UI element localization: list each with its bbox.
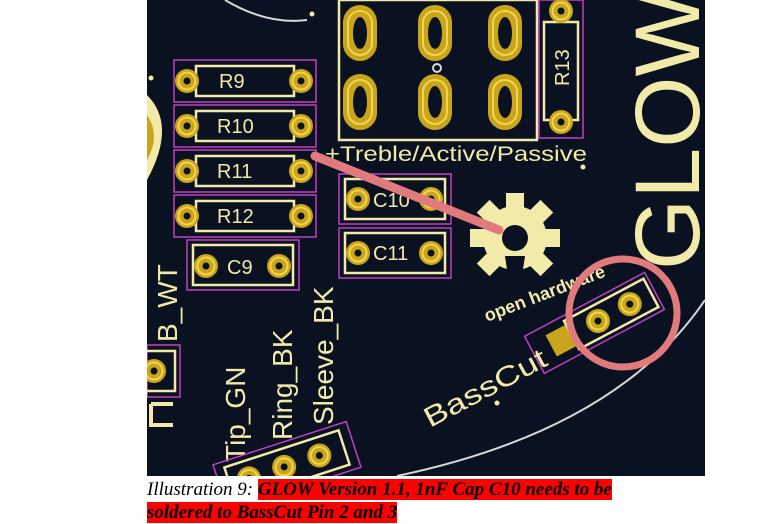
resistor-r12: R12 [173, 194, 317, 238]
resistor-r9: R9 [173, 59, 317, 103]
ring-label: Ring_BK [267, 329, 298, 440]
c11-label: C11 [373, 243, 408, 265]
pad-num-3: 3 [498, 98, 515, 107]
resistor-r13: R13 [538, 0, 584, 139]
pad-num-6: 6 [498, 29, 515, 38]
r12-label: R12 [217, 206, 254, 228]
c9-label: C9 [227, 257, 253, 279]
r9-label: R9 [219, 71, 245, 93]
r13-label: R13 [552, 49, 574, 86]
resistor-r10: R10 [173, 104, 317, 148]
sleeve-label: Sleeve_BK [308, 286, 339, 425]
caption-highlight-line1: GLOW Version 1.1, 1nF Cap C10 needs to b… [257, 479, 612, 500]
pad-num-4: 4 [353, 29, 370, 38]
switch-label: +Treble/Active/Passive [325, 143, 587, 166]
caption-highlight-line2: soldered to BassCut Pin 2 and 3 [147, 502, 398, 523]
pad-num-1: 1 [353, 98, 370, 107]
glow-logo-text: GLOW [617, 0, 705, 270]
jack-footprint [212, 420, 362, 476]
caption-prefix: Illustration 9: [147, 479, 254, 500]
pad-num-5: 5 [428, 29, 445, 38]
tip-label: Tip_GN [220, 367, 251, 462]
resistor-r11: R11 [173, 149, 317, 193]
bwt-label: B_WT [152, 264, 183, 342]
capacitor-c11: C11 [338, 227, 452, 279]
figure-caption: Illustration 9: GLOW Version 1.1, 1nF Ca… [147, 478, 707, 524]
capacitor-c9: C9 [186, 239, 300, 291]
annotation-circle [565, 255, 681, 371]
r10-label: R10 [217, 116, 254, 138]
pad-num-2: 2 [428, 98, 445, 107]
annotation-arrow [310, 151, 504, 235]
pcb-layout-image: R9 R10 R11 R12 C9 4 5 6 1 2 3 [147, 0, 705, 476]
basscut-footprint [523, 271, 666, 375]
r11-label: R11 [217, 161, 252, 183]
partial-footprint-left [147, 95, 162, 180]
bwt-footprint [147, 344, 181, 427]
open-hardware-gear-icon [470, 193, 560, 283]
switch-footprint: 4 5 6 1 2 3 +Treble/Active/Passive [325, 0, 587, 166]
board-edge [396, 299, 705, 476]
capacitor-c10: C10 [338, 173, 452, 225]
c10-label: C10 [373, 190, 410, 212]
